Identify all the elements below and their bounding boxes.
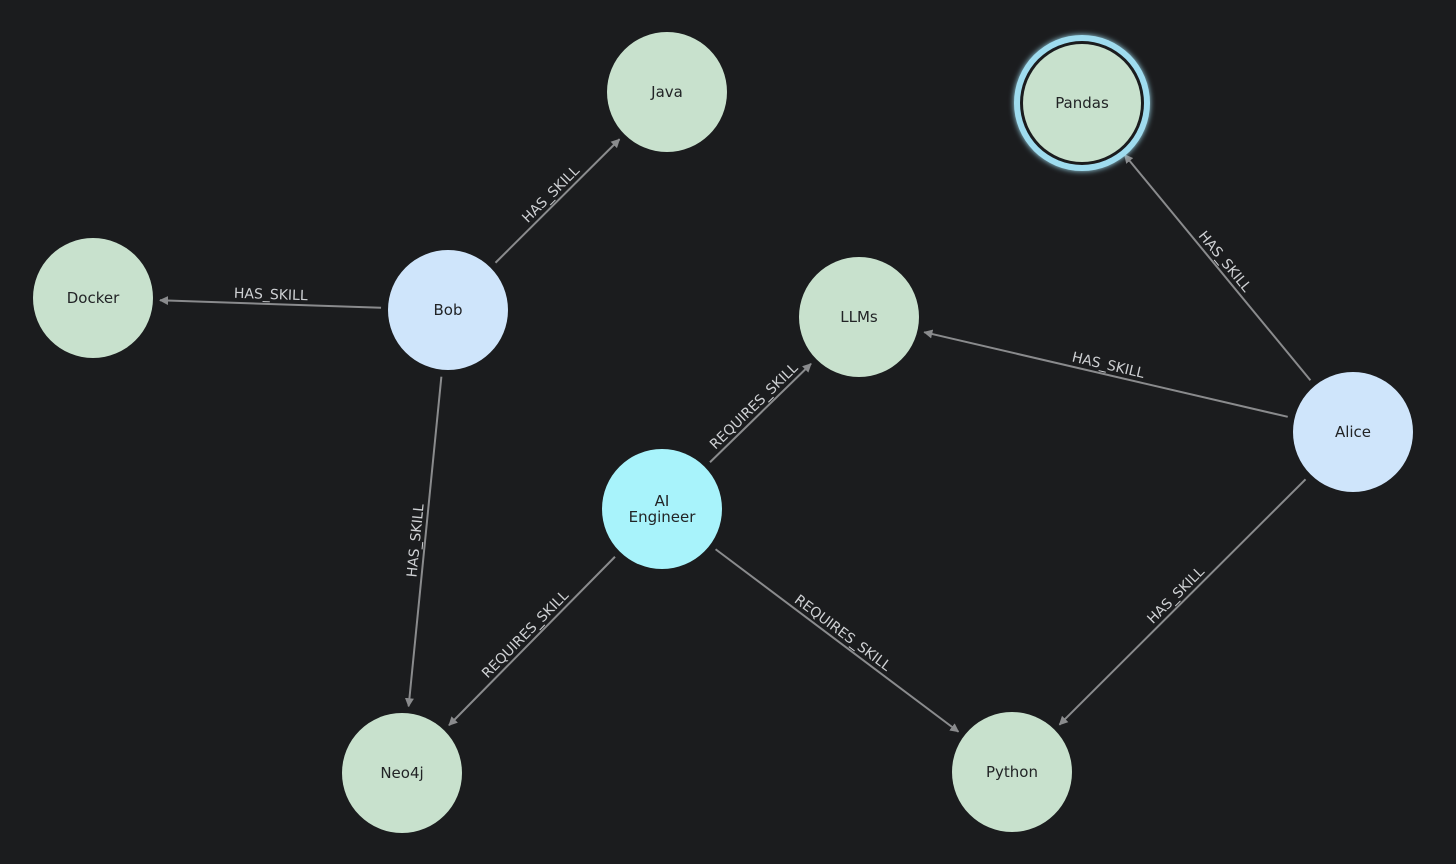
edge-label: HAS_SKILL [1195, 228, 1254, 295]
edge-line [1058, 478, 1307, 726]
node-pandas[interactable]: Pandas [1014, 35, 1150, 171]
node-label: Python [986, 763, 1038, 781]
edge-label: HAS_SKILL [519, 163, 583, 227]
edge-label: REQUIRES_SKILL [707, 360, 802, 453]
node-circle [1023, 44, 1141, 162]
edge-ai-engineer-python[interactable]: REQUIRES_SKILL [714, 548, 960, 733]
edge-line [494, 138, 621, 264]
node-circle [1293, 372, 1413, 492]
edge-line [1123, 154, 1312, 381]
node-label: Neo4j [380, 764, 423, 782]
edge-bob-docker[interactable]: HAS_SKILL [159, 286, 382, 309]
edge-line [404, 376, 443, 708]
edge-label: REQUIRES_SKILL [479, 588, 572, 682]
edge-label: REQUIRES_SKILL [791, 592, 894, 675]
edge-label: HAS_SKILL [234, 286, 308, 304]
edge-bob-java[interactable]: HAS_SKILL [494, 138, 621, 264]
edge-ai-engineer-llms[interactable]: REQUIRES_SKILL [707, 360, 812, 463]
edge-line [709, 363, 812, 463]
edge-bob-neo4j[interactable]: HAS_SKILL [404, 376, 443, 708]
edge-line [714, 548, 960, 733]
edge-alice-pandas[interactable]: HAS_SKILL [1123, 154, 1312, 381]
node-circle [342, 713, 462, 833]
node-neo4j[interactable]: Neo4j [342, 713, 462, 833]
edge-line [448, 556, 616, 726]
node-llms[interactable]: LLMs [799, 257, 919, 377]
edges-layer: HAS_SKILL HAS_SKILL HAS_SKILL REQUIRES_SKIL… [159, 138, 1312, 733]
edge-line [159, 296, 382, 309]
node-bob[interactable]: Bob [388, 250, 508, 370]
node-alice[interactable]: Alice [1293, 372, 1413, 492]
node-circle [607, 32, 727, 152]
edge-label: HAS_SKILL [1070, 350, 1146, 382]
edge-line [923, 329, 1288, 418]
node-circle [602, 449, 722, 569]
edge-label: HAS_SKILL [1144, 564, 1208, 628]
node-label: Docker [67, 289, 120, 307]
node-java[interactable]: Java [607, 32, 727, 152]
node-circle [799, 257, 919, 377]
edge-ai-engineer-neo4j[interactable]: REQUIRES_SKILL [448, 556, 616, 726]
node-docker[interactable]: Docker [33, 238, 153, 358]
node-label: Alice [1335, 423, 1371, 441]
node-label: Java [650, 83, 683, 101]
node-label: Bob [434, 301, 463, 319]
edge-alice-python[interactable]: HAS_SKILL [1058, 478, 1307, 726]
node-circle [33, 238, 153, 358]
node-circle [952, 712, 1072, 832]
edge-alice-llms[interactable]: HAS_SKILL [923, 329, 1288, 418]
node-label: Pandas [1055, 94, 1109, 112]
edge-label: HAS_SKILL [404, 503, 427, 578]
node-circle [388, 250, 508, 370]
node-python[interactable]: Python [952, 712, 1072, 832]
node-label: LLMs [840, 308, 878, 326]
